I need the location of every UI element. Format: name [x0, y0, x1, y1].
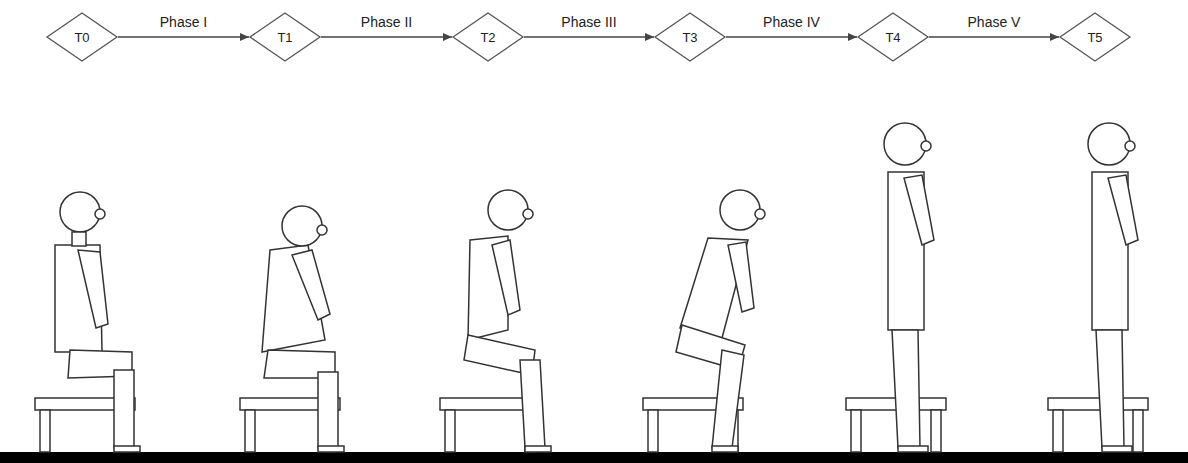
node-label: T1 [277, 30, 292, 45]
phase-label: Phase IV [763, 14, 820, 30]
nose [317, 225, 327, 235]
stool-leg [1053, 410, 1063, 452]
phase-label: Phase V [968, 14, 1021, 30]
figure-standing [1088, 123, 1138, 452]
neck [72, 232, 86, 246]
nose [523, 209, 533, 219]
shin [520, 360, 545, 448]
arrow-head [645, 33, 654, 41]
arm [1108, 175, 1138, 245]
decision-diamond: T3 [654, 12, 726, 62]
connector-line [321, 36, 452, 38]
diamond-shape [655, 13, 725, 61]
nose [1125, 141, 1135, 151]
decision-diamond: T0 [46, 12, 118, 62]
arrow-head [848, 33, 857, 41]
nose [755, 209, 765, 219]
stool-leg [445, 410, 455, 452]
stool-leg [245, 410, 255, 452]
phase-label: Phase I [160, 14, 207, 30]
foot [318, 446, 344, 452]
connector-line [524, 36, 654, 38]
stool-leg [648, 410, 658, 452]
foot [712, 446, 738, 452]
foot [525, 446, 551, 452]
foot [114, 446, 140, 452]
foot [1102, 446, 1132, 452]
shin [712, 350, 744, 448]
stool [35, 398, 1148, 452]
shin [318, 372, 338, 448]
arm [728, 242, 754, 312]
arm [904, 175, 934, 245]
head [60, 192, 100, 232]
stool-leg [851, 410, 861, 452]
phase-label: Phase III [561, 14, 616, 30]
diamond-shape [250, 13, 320, 61]
stool-leg [1133, 410, 1143, 452]
leg [1096, 330, 1124, 448]
stool-leg [931, 410, 941, 452]
diamond-shape [47, 13, 117, 61]
arrow-head [443, 33, 452, 41]
head [1088, 123, 1130, 165]
node-label: T2 [480, 30, 495, 45]
phase-label: Phase II [361, 14, 412, 30]
diamond-shape [453, 13, 523, 61]
phase-arrow [929, 33, 1059, 41]
stool-leg [40, 410, 50, 452]
node-label: T3 [682, 30, 697, 45]
figure-lift [464, 190, 551, 452]
nose [95, 209, 105, 219]
decision-diamond: T1 [249, 12, 321, 62]
stool-seat [1048, 398, 1148, 410]
connector-line [929, 36, 1059, 38]
head [488, 190, 528, 230]
decision-diamond: T2 [452, 12, 524, 62]
shin [114, 370, 134, 448]
diamond-shape [1060, 13, 1130, 61]
arm [292, 250, 330, 320]
diamond-shape [858, 13, 928, 61]
arrow-head [1050, 33, 1059, 41]
decision-diamond: T4 [857, 12, 929, 62]
figure-lean [262, 206, 344, 452]
figure-standing [884, 123, 934, 452]
phase-arrow [321, 33, 452, 41]
phase-arrow [118, 33, 249, 41]
decision-diamond: T5 [1059, 12, 1131, 62]
node-label: T5 [1087, 30, 1102, 45]
head [884, 123, 926, 165]
phase-arrow [726, 33, 857, 41]
head [720, 190, 760, 230]
nose [921, 141, 931, 151]
node-label: T0 [74, 30, 89, 45]
floor [0, 452, 1188, 463]
arm [492, 240, 520, 315]
arm [78, 250, 108, 328]
arrow-head [240, 33, 249, 41]
connector-line [118, 36, 249, 38]
head [282, 206, 322, 246]
figure-squat [676, 190, 765, 452]
foot [898, 446, 928, 452]
figure-seated [55, 192, 140, 452]
phase-arrow [524, 33, 654, 41]
leg [892, 330, 920, 448]
node-label: T4 [885, 30, 900, 45]
connector-line [726, 36, 857, 38]
